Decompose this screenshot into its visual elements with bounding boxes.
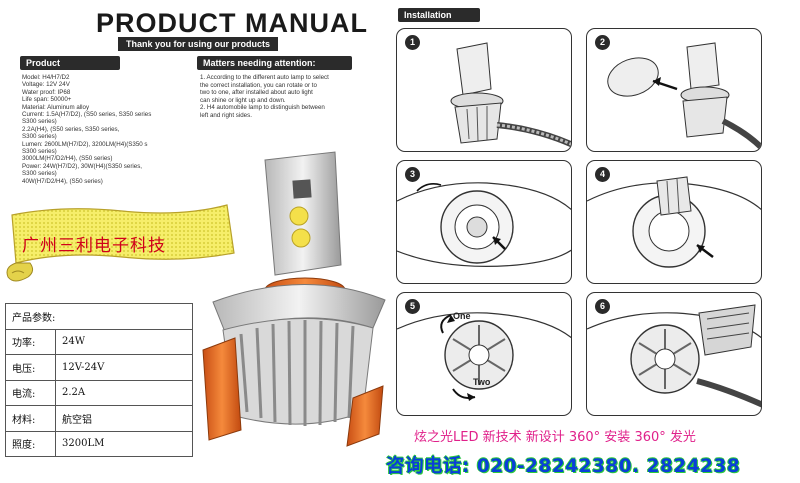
spec-line: Model: H4/H7/D2 (22, 74, 70, 81)
matters-line: 1. According to the different auto lamp … (200, 74, 329, 81)
spec-line: Power: 24W(H7/D2), 30W(H4)(S350 series, (22, 162, 143, 170)
param-key: 功率: (5, 328, 56, 355)
spec-line: Life span: 50000+ (22, 96, 72, 104)
table-row: 电压:12V-24V (5, 354, 193, 381)
install-step-1: 1 (396, 28, 572, 152)
step-number: 4 (595, 167, 610, 182)
param-table: 产品参数: 功率:24W 电压:12V-24V 电流:2.2A 材料:航空铝 照… (5, 303, 193, 457)
install-step-3: 3 (396, 160, 572, 284)
step-number: 2 (595, 35, 610, 50)
step-1-illustration (450, 42, 571, 148)
spec-line: S300 series) (22, 118, 57, 126)
step-5-illustration (397, 312, 571, 401)
param-key: 电流: (5, 379, 56, 406)
step-label-one: One (453, 311, 471, 321)
led-bulb-image (202, 151, 386, 447)
matters-list: 1. According to the different auto lamp … (200, 74, 365, 120)
step-4-illustration (587, 176, 761, 268)
spec-line: 3000LM(H7/D2/H4), (S50 series) (22, 155, 113, 163)
table-row: 材料:航空铝 (5, 405, 193, 432)
product-slogan: 炫之光LED 新技术 新设计 360° 安装 360° 发光 (414, 430, 696, 445)
table-row: 功率:24W (5, 328, 193, 355)
param-value: 2.2A (55, 379, 193, 406)
param-header: 产品参数: (5, 303, 193, 330)
company-banner (6, 204, 235, 282)
spec-line: S300 series) (22, 170, 57, 178)
step-6-illustration (587, 304, 761, 408)
param-key: 电压: (5, 354, 56, 381)
hotline-text: 咨询电话: 020-28242380. 2824238 (386, 456, 741, 477)
param-value: 航空铝 (55, 405, 193, 432)
step-number: 3 (405, 167, 420, 182)
matters-line: the correct installation, you can rotate… (200, 81, 317, 89)
table-row: 照度:3200LM (5, 430, 193, 457)
company-name: 广州三利电子科技 (22, 236, 166, 256)
install-step-5: 5 One Two (396, 292, 572, 416)
step-label-two: Two (473, 377, 491, 387)
param-value: 24W (55, 328, 193, 355)
table-row: 电流:2.2A (5, 379, 193, 406)
install-step-6: 6 (586, 292, 762, 416)
spec-line: Lumen: 2600LM(H7/D2), 3200LM(H4)(S350 s (22, 140, 148, 148)
param-key: 材料: (5, 405, 56, 432)
spec-line: S300 series) (22, 148, 57, 156)
step-number: 6 (595, 299, 610, 314)
spec-line: Material: Aluminum alloy (22, 103, 90, 111)
matters-line: two to one, after installed about auto l… (200, 89, 313, 97)
spec-heading: Product specfication: (20, 56, 120, 82)
param-value: 3200LM (55, 430, 193, 457)
install-heading: Installation step: (398, 8, 480, 34)
spec-line: S300 series) (22, 133, 57, 141)
spec-list: Model: H4/H7/D2 Voltage: 12V 24V Water p… (22, 74, 198, 185)
spec-line: 2.2A(H4), (S50 series, S350 series, (22, 125, 120, 133)
manual-subtitle: Thank you for using our products (118, 37, 278, 51)
step-number: 1 (405, 35, 420, 50)
spec-line: Water proof: IP68 (22, 88, 71, 96)
matters-line: left and right sides. (200, 111, 252, 119)
param-value: 12V-24V (55, 354, 193, 381)
matters-heading: Matters needing attention: (197, 56, 352, 70)
manual-title: PRODUCT MANUAL (96, 8, 368, 38)
spec-line: Current: 1.5A(H7/D2), (S50 series, S350 … (22, 111, 152, 119)
step-2-illustration (607, 42, 761, 151)
matters-line: can shine or light up and down. (200, 96, 286, 104)
spec-line: 40W(H7/D2/H4), (S50 series) (22, 177, 103, 185)
table-row: 产品参数: (5, 303, 193, 330)
step-number: 5 (405, 299, 420, 314)
install-step-2: 2 (586, 28, 762, 152)
param-key: 照度: (5, 430, 56, 457)
install-step-4: 4 (586, 160, 762, 284)
matters-line: 2. H4 automobile lamp to distinguish bet… (200, 104, 325, 112)
step-3-illustration (397, 182, 571, 267)
spec-line: Voltage: 12V 24V (22, 81, 70, 89)
